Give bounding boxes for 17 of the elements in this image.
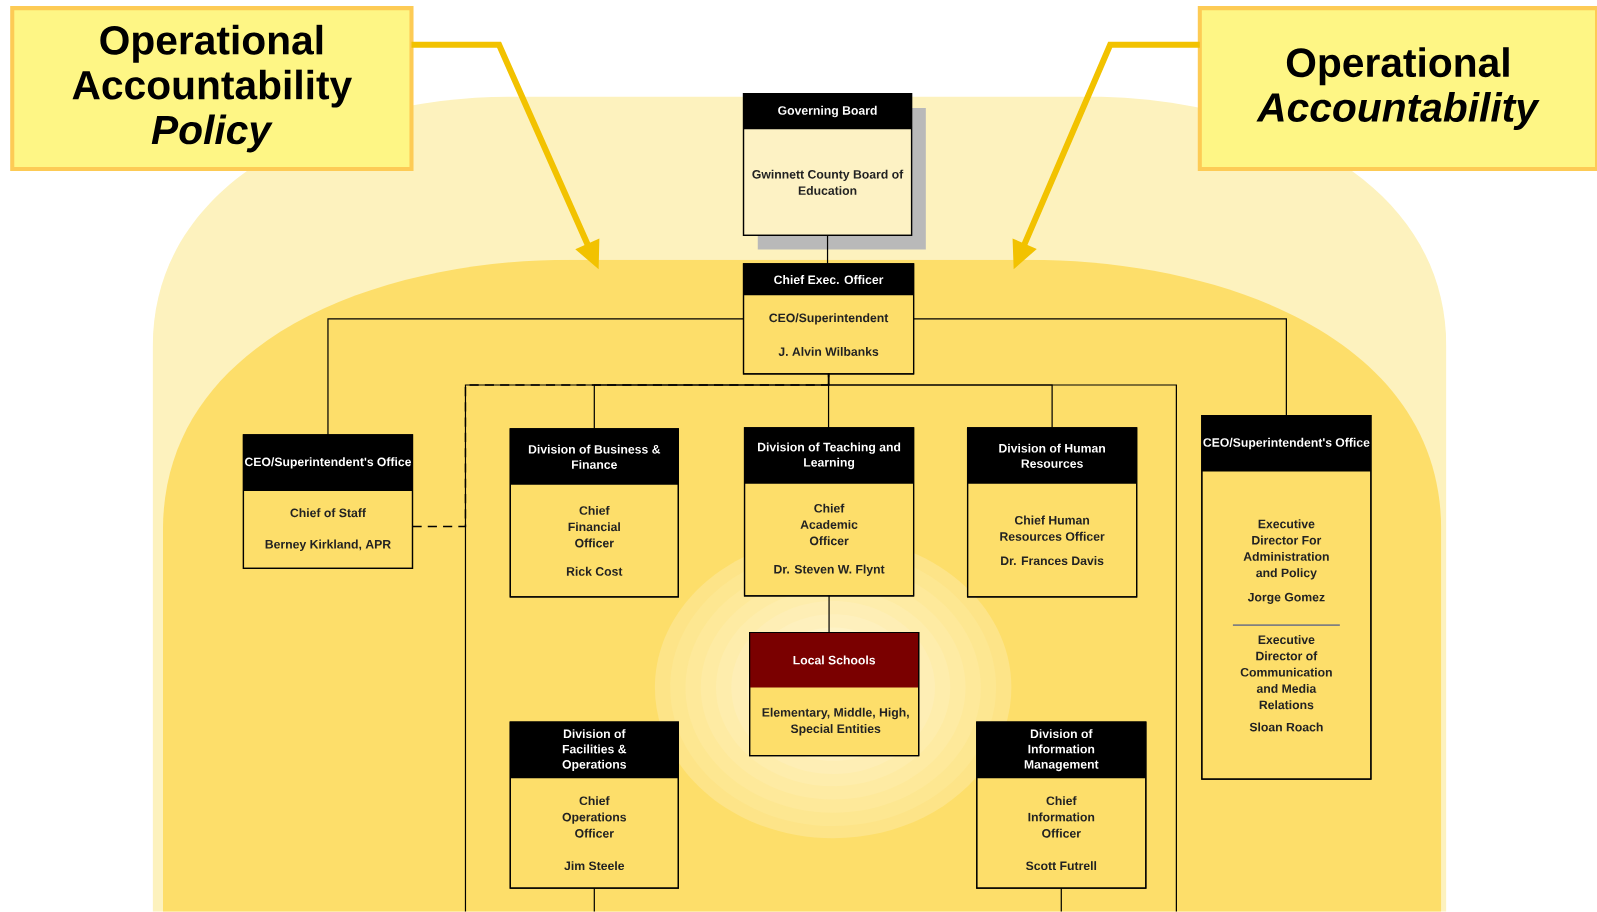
org-chart-box: Local Schools Elementary, Middle, High, Special Entities: [749, 632, 920, 757]
dashed-connector: [411, 373, 830, 528]
org-chart-box: Division of Human Resources Chief Human Resources Officer Dr. Frances Davis: [966, 427, 1138, 598]
org-chart-box: Division of Business & Finance Chief Financial Officer Rick Cost: [509, 428, 679, 598]
org-chart-box: Governing Board Gwinnett County Board of Education: [742, 93, 926, 250]
callout-box: Operational Accountability Policy: [10, 6, 414, 172]
org-chart-box: CEO/Superintendent's Office Executive Director For Administration and Policy Jorge Gomez Executive Director of Communication and Media Relations Sloan Roach: [1201, 415, 1372, 780]
org-chart-box: Division of Teaching and Learning Chief Academic Officer Dr. Steven W. Flynt: [743, 427, 915, 597]
connector: [828, 595, 830, 634]
connector: [826, 234, 829, 265]
org-chart-box: CEO/Superintendent's Office Chief of Staff Berney Kirkland, APR: [242, 434, 414, 570]
connector: [327, 318, 745, 436]
org-chart-box: Chief Exec. Officer CEO/Superintendent J. Alvin Wilbanks: [742, 263, 915, 375]
callout-box: Operational Accountability: [1197, 6, 1597, 172]
org-chart-box: Division of Facilities & Operations Chief Operations Officer Jim Steele: [509, 721, 679, 889]
org-chart-box: Division of Information Management Chief Information Officer Scott Futrell: [976, 721, 1147, 889]
connector: [913, 318, 1287, 417]
